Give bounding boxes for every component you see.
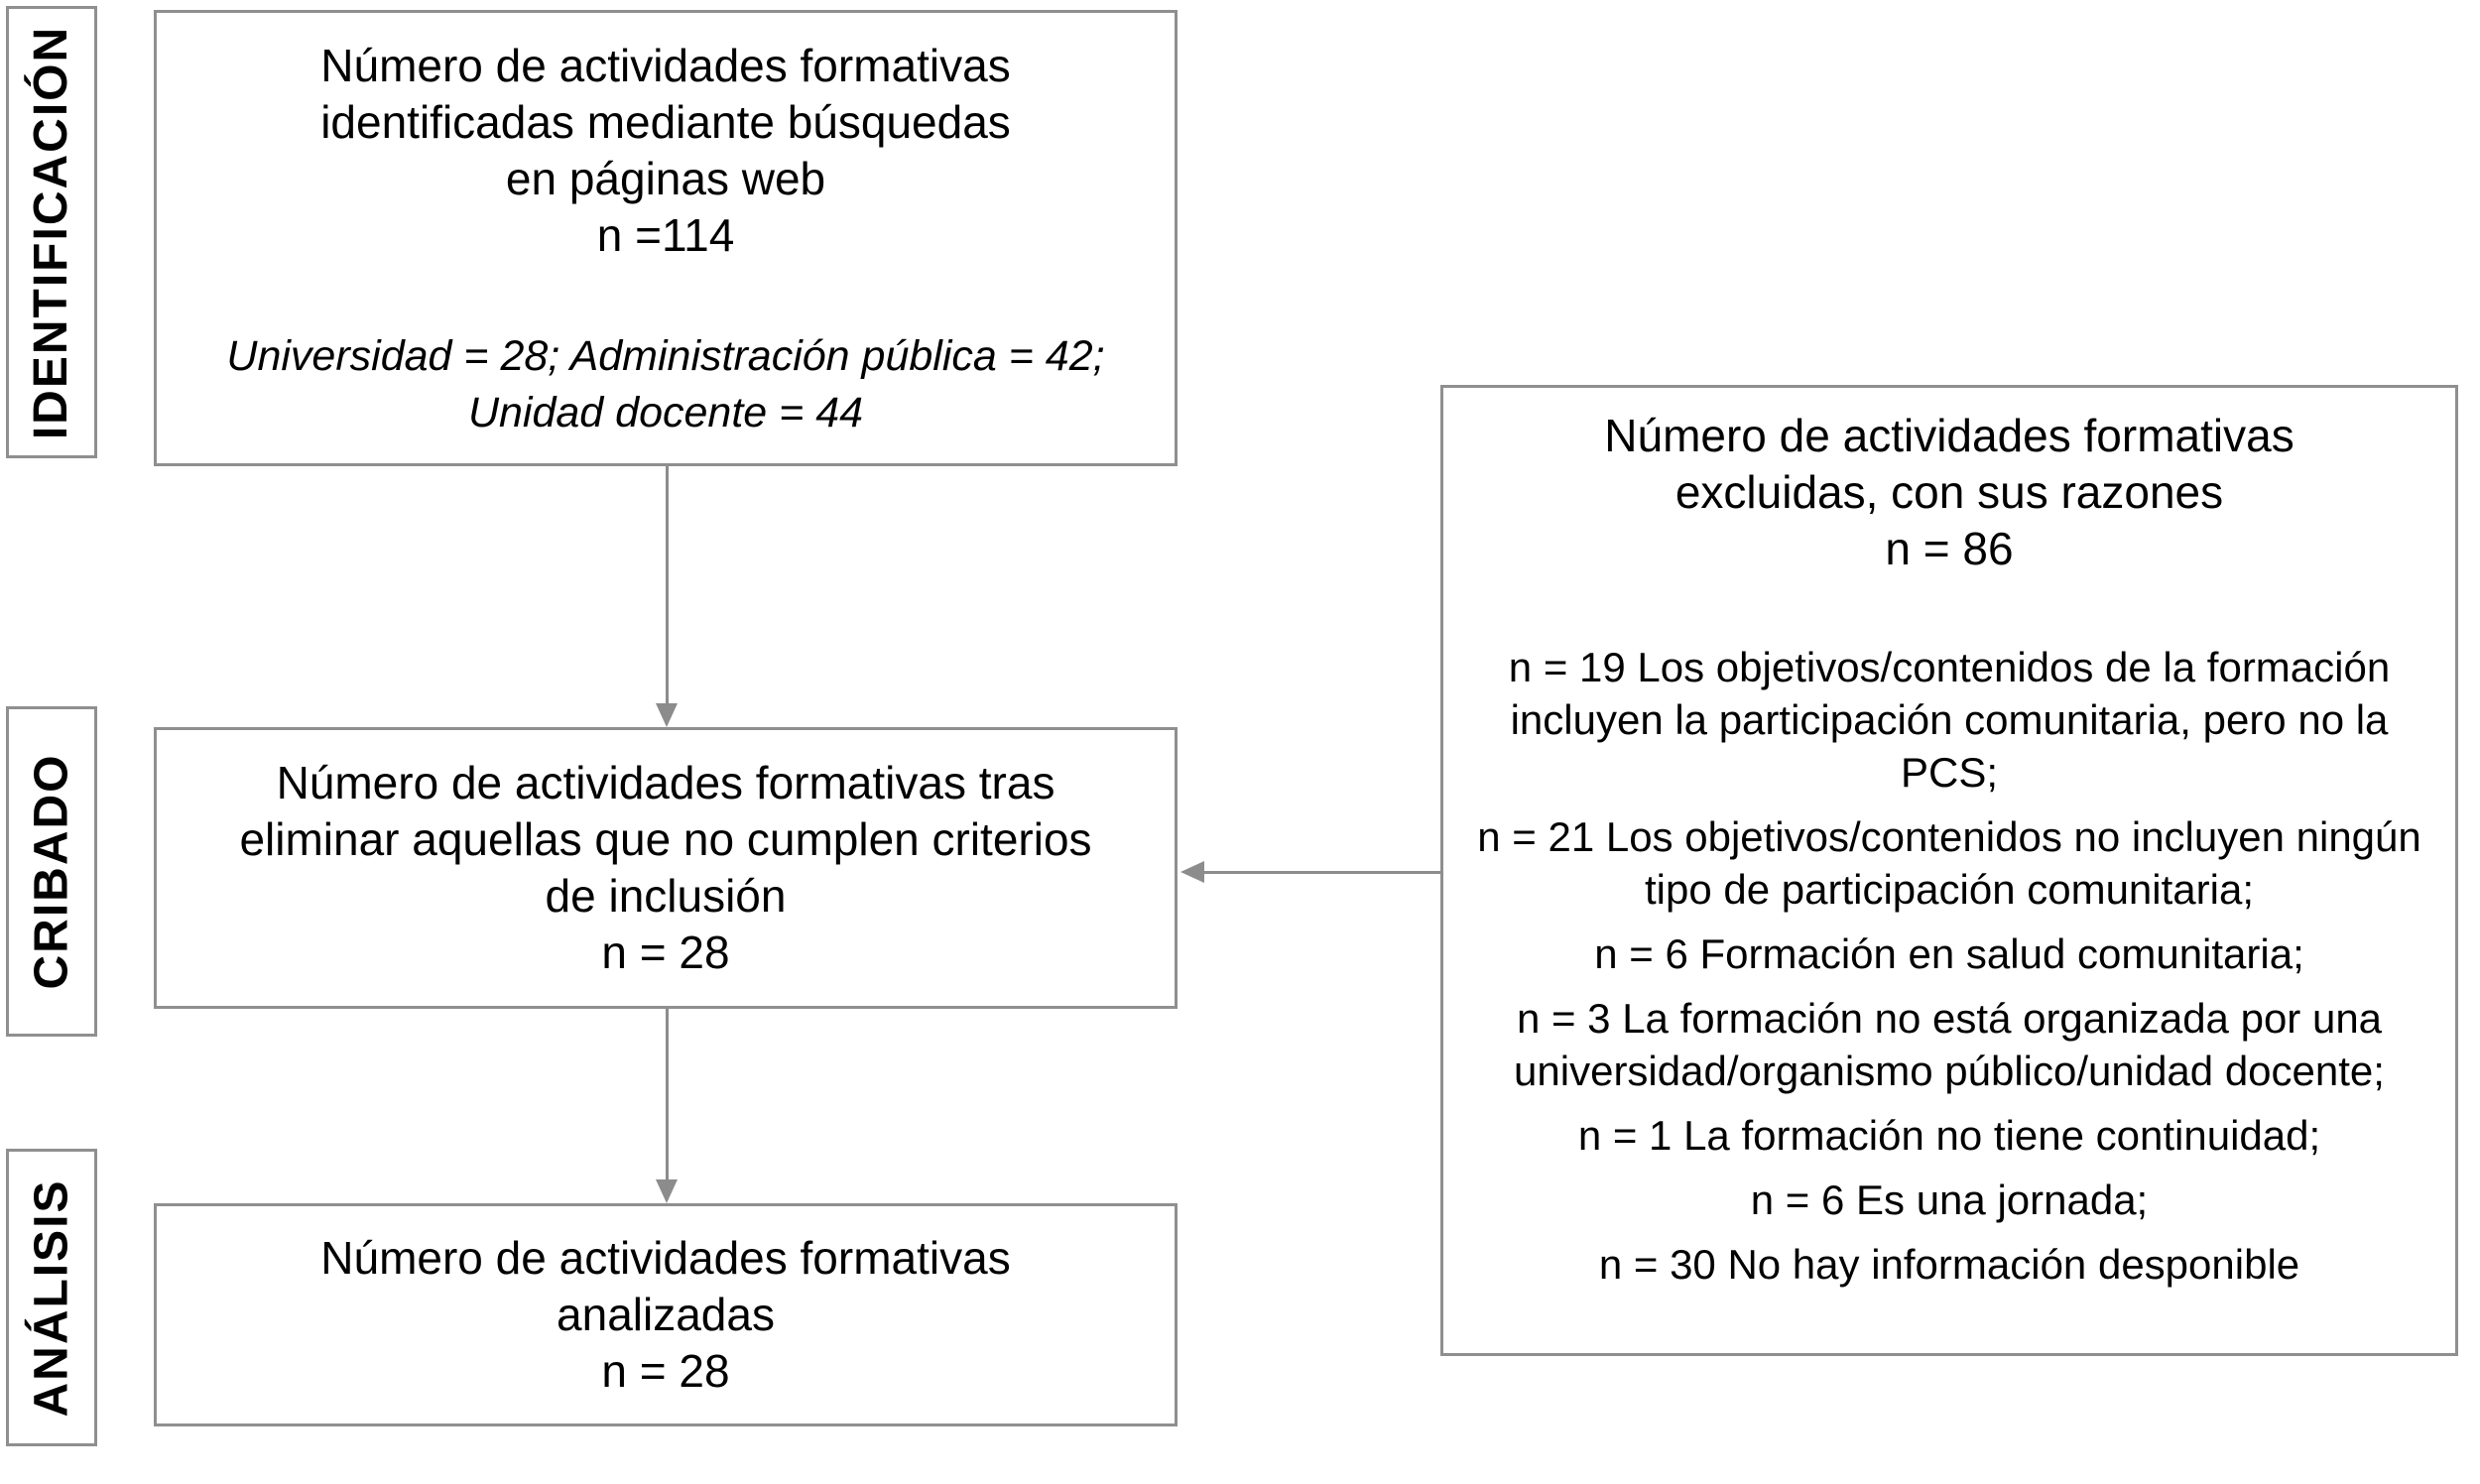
stage-label-identification: IDENTIFICACIÓN bbox=[6, 6, 97, 458]
box-excluded-line: Número de actividades formativas bbox=[1604, 410, 2294, 461]
stage-label-screening: CRIBADO bbox=[6, 706, 97, 1037]
box-identified: Número de actividades formativas identif… bbox=[154, 10, 1178, 466]
arrow-down-icon bbox=[656, 1179, 678, 1203]
box-excluded-title: Número de actividades formativas excluid… bbox=[1461, 408, 2437, 577]
stage-label-identification-text: IDENTIFICACIÓN bbox=[25, 25, 78, 439]
box-screened-line: Número de actividades formativas tras bbox=[276, 757, 1055, 808]
arrow-down-line bbox=[666, 1009, 669, 1179]
stage-label-screening-text: CRIBADO bbox=[25, 753, 78, 990]
box-screened-line: de inclusión bbox=[545, 870, 787, 922]
stage-label-analysis-text: ANÁLISIS bbox=[25, 1177, 78, 1418]
box-screened-count: n = 28 bbox=[601, 927, 730, 978]
box-screened: Número de actividades formativas tras el… bbox=[154, 727, 1178, 1009]
exclusion-reason: n = 19 Los objetivos/contenidos de la fo… bbox=[1508, 644, 2391, 796]
box-analyzed: Número de actividades formativas analiza… bbox=[154, 1203, 1178, 1426]
box-identified-breakdown-line: Unidad docente = 44 bbox=[467, 389, 864, 436]
box-identified-line: en páginas web bbox=[505, 153, 826, 204]
arrow-down-icon bbox=[656, 703, 678, 727]
box-identified-breakdown-line: Universidad = 28; Administración pública… bbox=[226, 332, 1105, 380]
box-identified-line: identificadas mediante búsquedas bbox=[320, 96, 1011, 148]
box-analyzed-line: Número de actividades formativas bbox=[320, 1232, 1011, 1284]
exclusion-reason: n = 3 La formación no está organizada po… bbox=[1514, 995, 2385, 1094]
arrow-down-line bbox=[666, 466, 669, 704]
box-identified-breakdown: Universidad = 28; Administración pública… bbox=[175, 328, 1157, 441]
box-identified-title: Número de actividades formativas identif… bbox=[175, 38, 1157, 264]
exclusion-reason: n = 1 La formación no tiene continuidad; bbox=[1577, 1112, 2321, 1159]
exclusion-reason: n = 6 Formación en salud comunitaria; bbox=[1594, 930, 2304, 977]
arrow-left-icon bbox=[1180, 861, 1204, 883]
exclusion-reason: n = 6 Es una jornada; bbox=[1750, 1176, 2149, 1223]
box-identified-line: Número de actividades formativas bbox=[320, 40, 1011, 91]
exclusion-reason: n = 30 No hay información desponible bbox=[1598, 1241, 2300, 1288]
box-identified-count: n =114 bbox=[596, 209, 735, 261]
box-screened-line: eliminar aquellas que no cumplen criteri… bbox=[239, 813, 1092, 865]
stage-label-analysis: ANÁLISIS bbox=[6, 1149, 97, 1446]
box-excluded-line: excluidas, con sus razones bbox=[1674, 466, 2224, 518]
box-excluded-reasons: n = 19 Los objetivos/contenidos de la fo… bbox=[1461, 641, 2437, 1291]
box-analyzed-line: analizadas bbox=[557, 1289, 775, 1340]
box-excluded-count: n = 86 bbox=[1885, 523, 2014, 574]
box-excluded: Número de actividades formativas excluid… bbox=[1440, 385, 2458, 1356]
exclusion-reason: n = 21 Los objetivos/contenidos no inclu… bbox=[1477, 813, 2421, 913]
arrow-left-line bbox=[1204, 871, 1440, 874]
box-analyzed-count: n = 28 bbox=[601, 1345, 730, 1397]
